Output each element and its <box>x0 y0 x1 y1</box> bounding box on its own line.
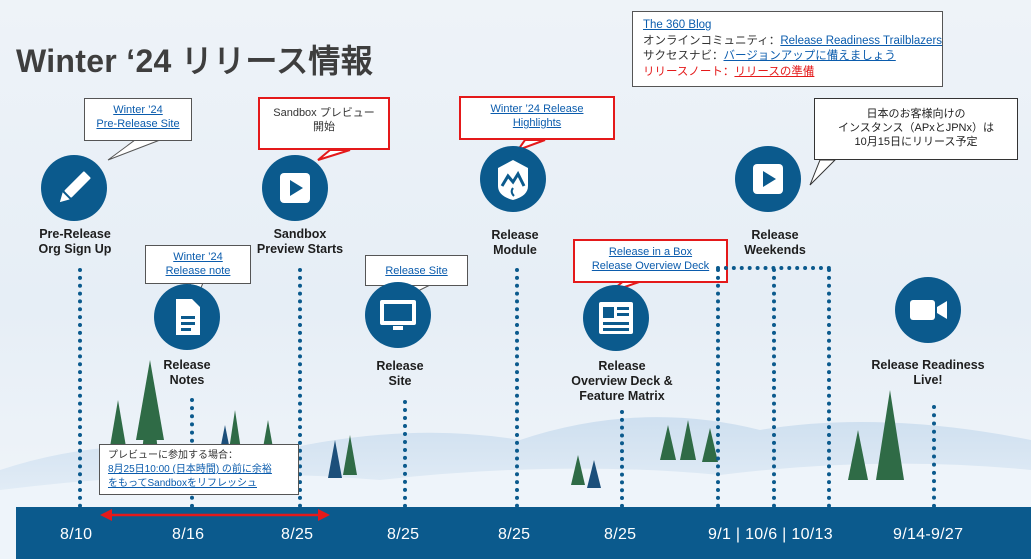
date-prerelease: 8/10 <box>60 526 93 543</box>
video-camera-icon <box>910 300 947 320</box>
site-callout-line[interactable]: Release Site <box>385 265 448 277</box>
milestone-prerelease[interactable] <box>41 155 107 221</box>
play-icon <box>280 173 310 203</box>
milestone-module[interactable] <box>480 146 546 212</box>
note-line3[interactable]: をもってSandboxをリフレッシュ <box>108 478 257 489</box>
milestone-notes[interactable] <box>154 284 220 350</box>
prerelease-callout-line2[interactable]: Pre-Release Site <box>96 118 180 130</box>
milestone-site[interactable] <box>365 282 431 348</box>
release-prep-link[interactable]: リリースの準備 <box>734 65 815 78</box>
connector-weekend-2 <box>772 268 776 508</box>
trailhead-icon <box>498 160 528 200</box>
date-sandbox: 8/25 <box>281 526 314 543</box>
japan-callout-line3: 10月15日にリリース予定 <box>854 136 978 148</box>
box-callout-line2[interactable]: Release Overview Deck <box>591 260 710 272</box>
date-deck: 8/25 <box>604 526 637 543</box>
successnavi-link[interactable]: バージョンアップに備えましょう <box>723 50 896 62</box>
date-weekends: 9/1 | 10/6 | 10/13 <box>708 526 833 543</box>
note-line1: プレビューに参加する場合： <box>108 450 238 461</box>
release-highlights-callout[interactable]: Winter ’24 Release Highlights <box>459 96 615 140</box>
date-module: 8/25 <box>498 526 531 543</box>
releasenotes-prefix: リリースノート： <box>643 65 735 78</box>
prerelease-site-callout[interactable]: Winter ’24 Pre-Release Site <box>84 98 192 141</box>
pencil-icon <box>59 171 91 203</box>
notes-callout-line2[interactable]: Release note <box>165 265 231 277</box>
milestone-sandbox[interactable] <box>262 155 328 221</box>
sandbox-refresh-note: プレビューに参加する場合： 8月25日10:00 (日本時間) の前に余裕 をも… <box>99 444 299 495</box>
document-icon <box>176 299 200 335</box>
blog-link[interactable]: The 360 Blog <box>643 19 712 31</box>
play-icon <box>753 164 783 194</box>
prerelease-callout-line1[interactable]: Winter ’24 <box>113 104 163 116</box>
connector-site <box>403 400 407 508</box>
page-title: Winter ‘24 リリース情報 <box>16 43 374 79</box>
sandbox-callout-line1: Sandbox プレビュー <box>273 107 375 119</box>
connector-sandbox <box>298 268 302 508</box>
japan-callout-line2: インスタンス（APxとJPNx）は <box>837 122 994 134</box>
successnavi-prefix: サクセスナビ： <box>643 50 724 62</box>
milestone-live[interactable] <box>895 277 961 343</box>
release-in-a-box-callout[interactable]: Release in a Box Release Overview Deck <box>573 239 728 283</box>
notes-callout-line1[interactable]: Winter ’24 <box>173 251 223 263</box>
japan-instance-callout: 日本のお客様向けの インスタンス（APxとJPNx）は 10月15日にリリース予… <box>814 98 1018 160</box>
connector-module <box>515 268 519 508</box>
release-note-callout[interactable]: Winter ’24 Release note <box>145 245 251 284</box>
box-callout-line1[interactable]: Release in a Box <box>608 246 693 258</box>
milestone-deck[interactable] <box>583 285 649 351</box>
connector-weekend-3 <box>827 268 831 508</box>
date-live: 9/14-9/27 <box>893 526 964 543</box>
note-line2[interactable]: 8月25日10:00 (日本時間) の前に余裕 <box>108 464 272 475</box>
monitor-icon <box>380 300 416 330</box>
date-notes: 8/16 <box>172 526 205 543</box>
community-prefix: オンラインコミュニティ： <box>643 34 781 47</box>
connector-prerelease <box>78 268 82 508</box>
connector-deck <box>620 410 624 508</box>
date-site: 8/25 <box>387 526 420 543</box>
highlights-callout-line1[interactable]: Winter ’24 Release <box>490 103 584 115</box>
connector-live <box>932 405 936 508</box>
resource-links-box: The 360 Blog オンラインコミュニティ：Release Readine… <box>632 11 943 87</box>
japan-callout-line1: 日本のお客様向けの <box>866 108 966 120</box>
milestone-weekends[interactable] <box>735 146 801 212</box>
release-site-callout[interactable]: Release Site <box>365 255 468 286</box>
sandbox-callout-line2: 開始 <box>313 121 335 133</box>
community-link[interactable]: Release Readiness Trailblazers <box>780 34 943 47</box>
newspaper-icon <box>599 302 633 334</box>
sandbox-preview-callout: Sandbox プレビュー 開始 <box>258 97 390 150</box>
connector-weekend-1 <box>716 268 720 508</box>
connector-weekend-bar <box>716 266 831 270</box>
highlights-callout-line2[interactable]: Highlights <box>512 117 562 129</box>
